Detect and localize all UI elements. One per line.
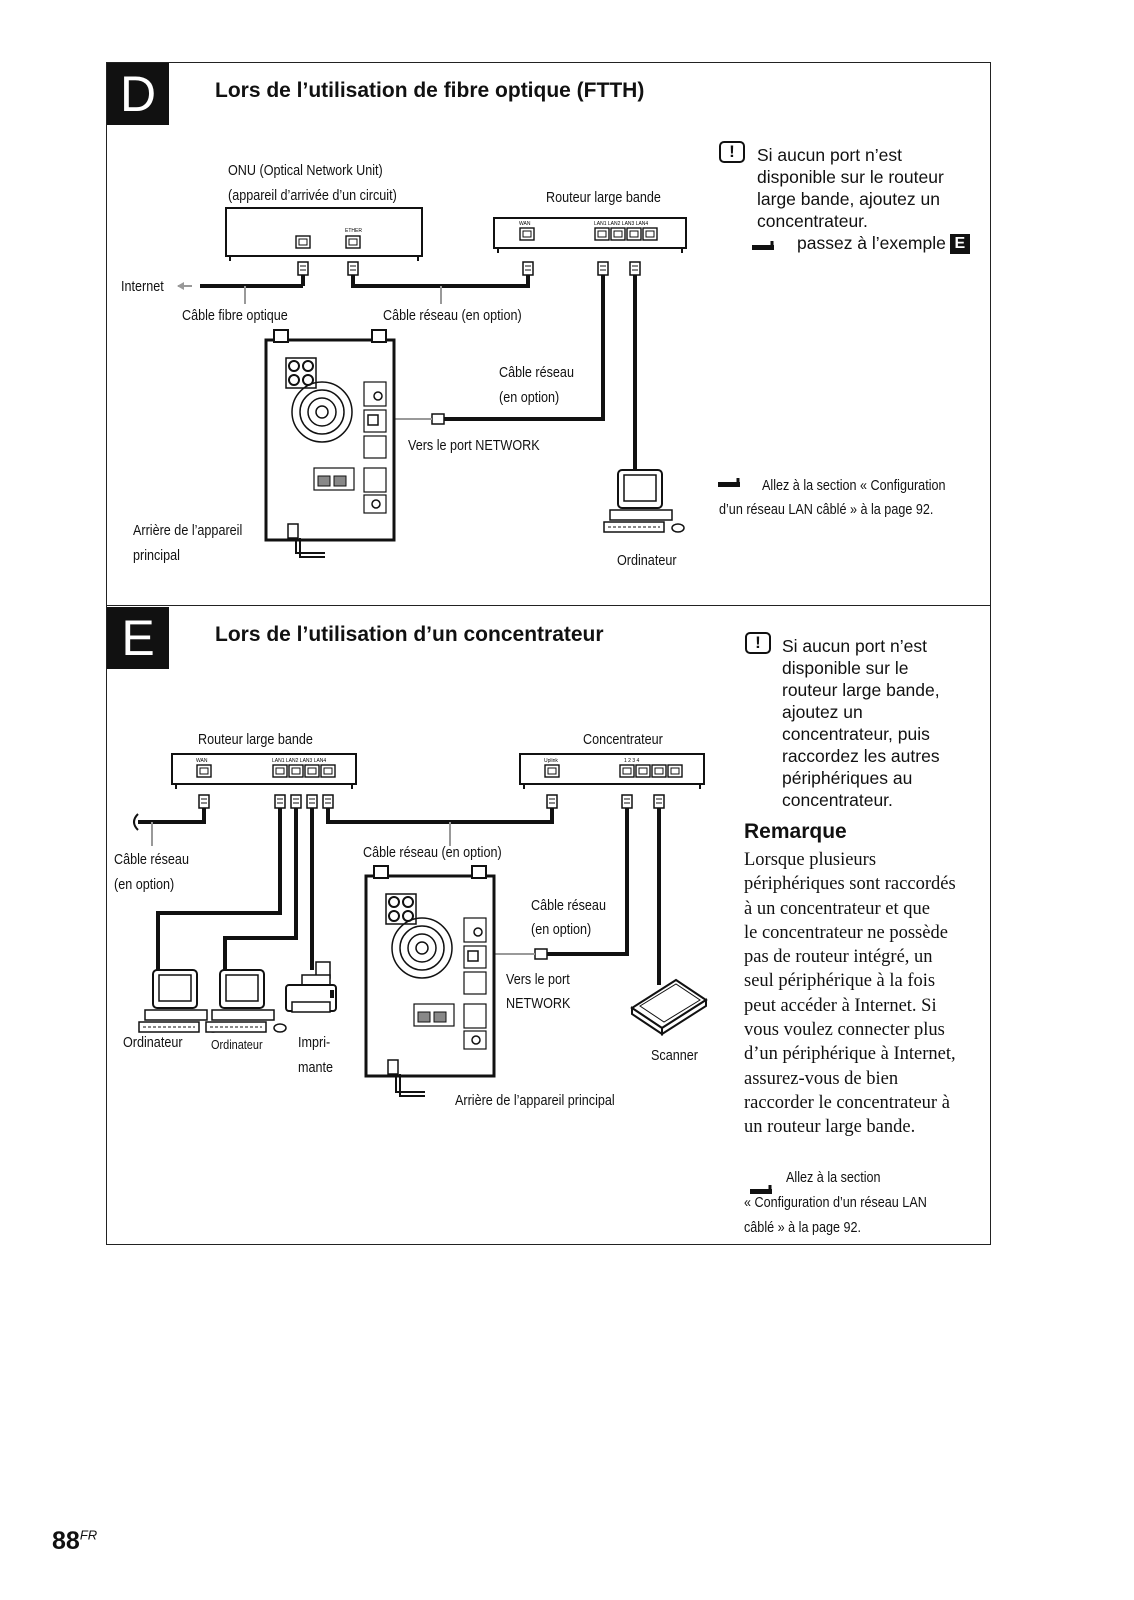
to-port-e-label-2: NETWORK (506, 995, 571, 1012)
remark-line: Lorsque plusieurs (744, 850, 877, 870)
warning-d-goto-text: passez à l’exemple (797, 233, 946, 253)
scanner-label: Scanner (651, 1047, 698, 1064)
router-e-label: Routeur large bande (198, 731, 313, 748)
next-arrow-e-icon (750, 1189, 772, 1194)
printer-label-2: mante (298, 1059, 334, 1076)
remark-line: à un concentrateur et que (744, 898, 930, 919)
page-number-suffix: FR (79, 1527, 98, 1543)
section-e-title: Lors de l’utilisation d’un concentrateur (215, 623, 604, 646)
hub-ports-label: 1 2 3 4 (624, 758, 640, 764)
warning-e-line-7: périphériques au (782, 768, 913, 788)
warning-e-line-2: disponible sur le (782, 658, 909, 678)
page-number-value: 88 (52, 1527, 80, 1555)
warning-e-line-6: raccordez les autres (782, 746, 940, 766)
cable-mid-label: Câble réseau (en option) (363, 844, 502, 861)
cable-right-label-1: Câble réseau (531, 897, 606, 914)
hub-uplink-label: Uplink (544, 758, 558, 764)
warning-e-line-1: Si aucun port n’est (782, 636, 927, 656)
printer-label-1: Impri- (298, 1034, 331, 1051)
router-e-wan: WAN (196, 758, 208, 764)
warning-d-line-3: large bande, ajoutez un (757, 189, 940, 209)
router-d-wan: WAN (519, 221, 531, 227)
computer-d-label: Ordinateur (617, 552, 677, 569)
remark-line: le concentrateur ne possède (744, 922, 948, 943)
remark-line: d’un périphérique à Internet, (744, 1044, 956, 1065)
next-e-line-2[interactable]: « Configuration d’un réseau LAN (744, 1194, 927, 1211)
warning-e-line-3: routeur large bande, (782, 680, 940, 700)
fiber-cable-label: Câble fibre optique (182, 307, 288, 324)
warning-d-icon: ! (719, 141, 745, 163)
warning-d-line-1: Si aucun port n’est (757, 145, 902, 165)
warning-e-line-4: ajoutez un (782, 702, 863, 722)
rear-unit-e-label: Arrière de l’appareil principal (455, 1092, 615, 1109)
to-network-port-label: Vers le port NETWORK (408, 437, 540, 454)
computer-e1-label: Ordinateur (123, 1034, 183, 1051)
page-number: 88FR (52, 1527, 97, 1556)
onu-ether-label: ETHER (345, 228, 362, 234)
warning-e-icon: ! (745, 632, 771, 654)
hub-label: Concentrateur (583, 731, 663, 748)
warning-d-line-4: concentrateur. (757, 211, 868, 231)
remark-title: Remarque (744, 820, 847, 843)
network-cable-label: Câble réseau (en option) (383, 307, 522, 324)
remark-line: seul périphérique à la fois (744, 971, 936, 992)
router-e-lans: LAN1 LAN2 LAN3 LAN4 (272, 758, 326, 764)
warning-e-line-8: concentrateur. (782, 790, 893, 810)
to-port-e-label-1: Vers le port (506, 971, 570, 988)
next-d-line-1[interactable]: Allez à la section « Configuration (762, 477, 946, 494)
cable-left-label-2: (en option) (114, 876, 175, 893)
remark-line: pas de routeur intégré, un (744, 947, 933, 968)
cable-right-label-2: (en option) (531, 921, 592, 938)
goto-e-badge: E (949, 234, 970, 255)
network-cable-d2-label-2: (en option) (499, 389, 560, 406)
remark-line: raccorder le concentrateur à (744, 1092, 950, 1113)
printer-icon (285, 961, 337, 1013)
goto-arrow-icon (752, 245, 774, 250)
onu-label-1: ONU (Optical Network Unit) (228, 162, 383, 179)
next-arrow-d-icon (718, 482, 740, 487)
next-e-line-1[interactable]: Allez à la section (786, 1169, 881, 1186)
network-cable-d2-label-1: Câble réseau (499, 364, 574, 381)
content-frame (106, 62, 991, 1245)
rear-unit-d-label-1: Arrière de l’appareil (133, 522, 243, 539)
remark-line: vous voulez connecter plus (744, 1020, 945, 1041)
rear-unit-d-label-2: principal (133, 547, 180, 564)
next-d-line-2[interactable]: d’un réseau LAN câblé » à la page 92. (719, 501, 934, 518)
section-divider (106, 605, 991, 606)
remark-line: un routeur large bande. (744, 1117, 916, 1138)
section-d-title: Lors de l’utilisation de fibre optique (… (215, 79, 645, 102)
internet-label: Internet (121, 278, 164, 295)
remark-line: périphériques sont raccordés (744, 874, 956, 895)
next-e-line-3[interactable]: câblé » à la page 92. (744, 1219, 861, 1236)
remark-body: Lorsque plusieurs périphériques sont rac… (744, 848, 984, 1140)
warning-d-line-2: disponible sur le routeur (757, 167, 944, 187)
cable-left-label-1: Câble réseau (114, 851, 189, 868)
scanner-icon (630, 978, 708, 1036)
remark-line: assurez-vous de bien (744, 1068, 899, 1089)
computer-e2-label: Ordinateur (211, 1037, 263, 1052)
onu-label-2: (appareil d’arrivée d’un circuit) (228, 187, 397, 204)
section-d-badge: D (107, 63, 169, 125)
remark-line: peut accéder à Internet. Si (744, 995, 937, 1016)
section-e-badge: E (107, 607, 169, 669)
router-d-label: Routeur large bande (546, 189, 661, 206)
warning-e-line-5: concentrateur, puis (782, 724, 930, 744)
router-d-lans: LAN1 LAN2 LAN3 LAN4 (594, 221, 648, 227)
